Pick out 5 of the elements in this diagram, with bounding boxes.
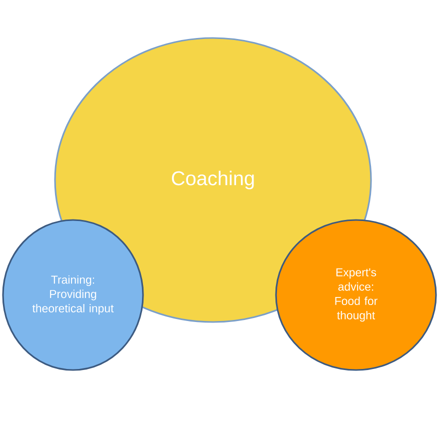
- circle: [275, 219, 437, 371]
- circle: [2, 219, 144, 371]
- circle-label: Expert's advice: Food for thought: [335, 268, 378, 322]
- circle-label: Training: Providing theoretical input: [32, 275, 114, 315]
- circle-label: Coaching: [172, 170, 254, 190]
